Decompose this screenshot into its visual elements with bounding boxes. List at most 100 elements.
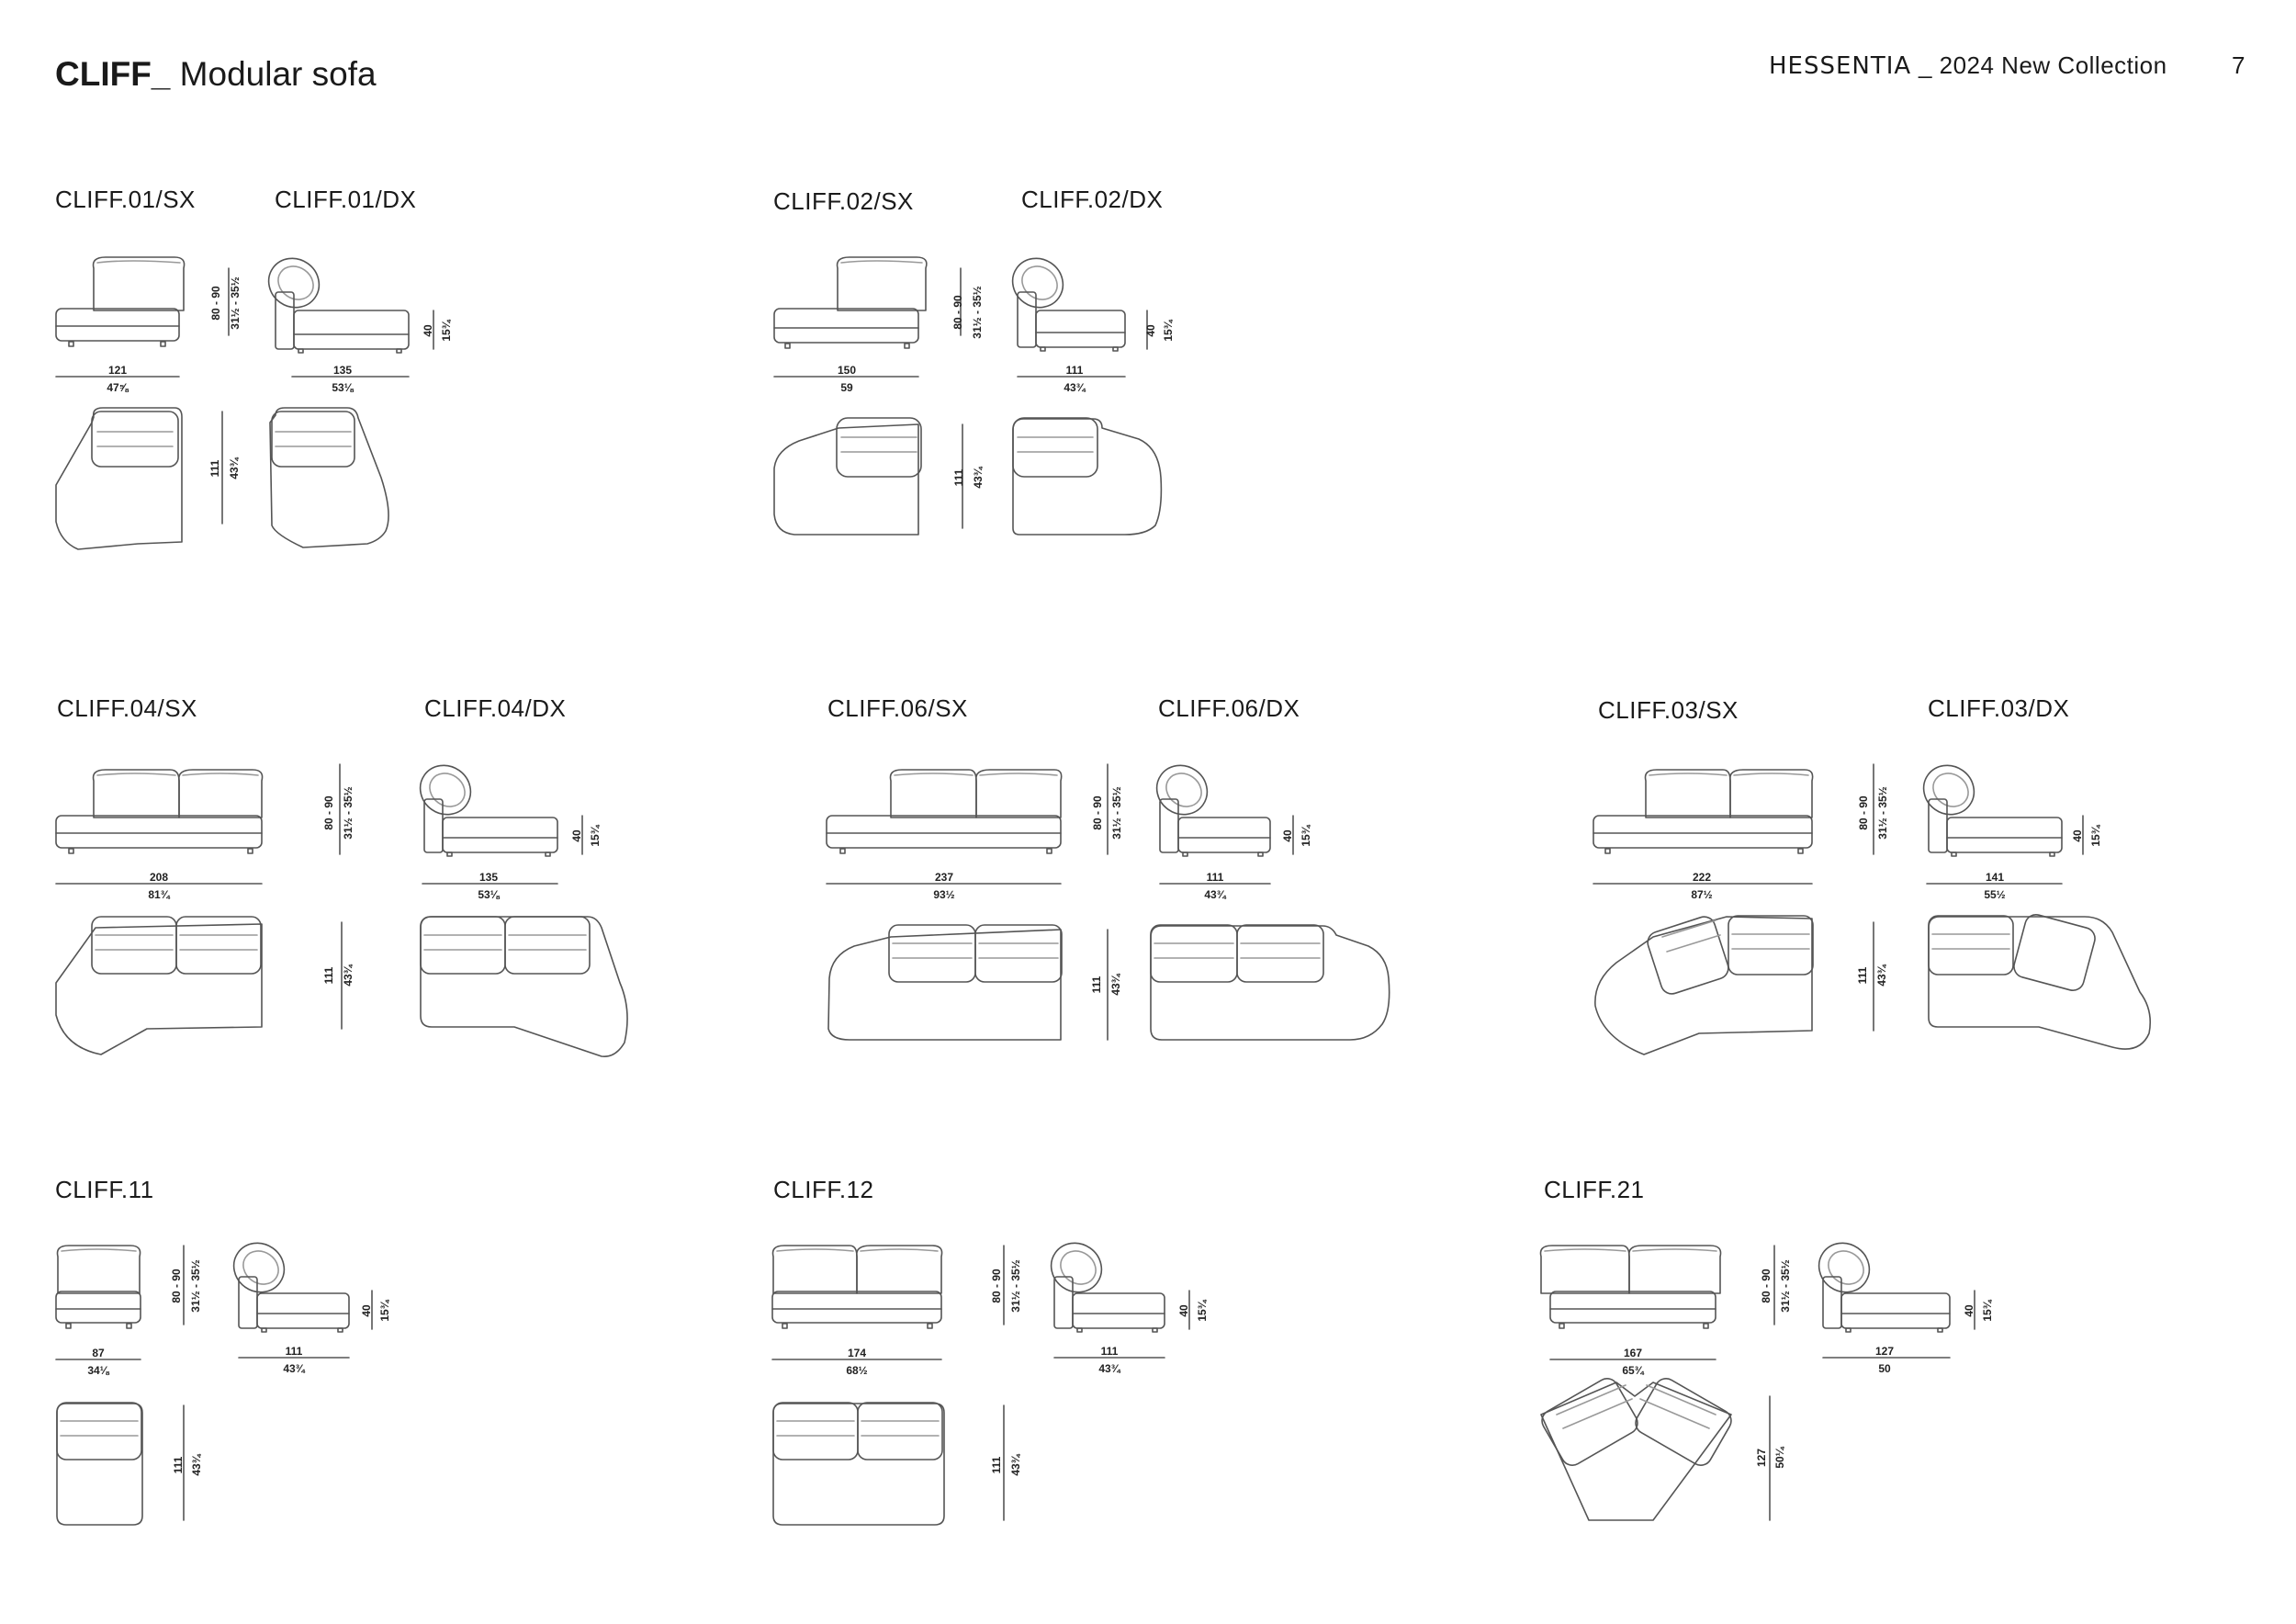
dim-06sx-height: 80 - 90 xyxy=(1091,795,1104,830)
dim-04sx-height: 80 - 90 xyxy=(322,795,335,830)
drawing-02dx-side xyxy=(1011,257,1148,378)
module-label-01sx: CLIFF.01/SX xyxy=(55,186,196,213)
module-label-06dx: CLIFF.06/DX xyxy=(1158,694,1300,722)
collection-label: _ 2024 New Collection xyxy=(1918,51,2167,79)
dim-02sx-height-in: 31½ - 35½ xyxy=(971,286,984,338)
dim-03dx-seat-in: 15¾ xyxy=(2089,824,2102,846)
dim-01sx-depth-in: 43¾ xyxy=(228,457,241,479)
dim-03sx-width: 222 xyxy=(1693,871,1711,884)
drawing-04dx-side xyxy=(419,764,583,885)
drawing-03sx-plan xyxy=(1594,915,1874,1055)
dim-21-side-width: 127 xyxy=(1875,1345,1894,1358)
dim-21-seat: 40 xyxy=(1963,1304,1975,1317)
dim-21-side-width-in: 50 xyxy=(1878,1362,1891,1375)
dim-21-height-in: 31½ - 35½ xyxy=(1779,1259,1792,1312)
drawing-11-front xyxy=(55,1245,185,1360)
brand-header: HESSENTIA _ 2024 New Collection xyxy=(1769,53,2167,78)
module-label-02sx: CLIFF.02/SX xyxy=(773,187,914,215)
dim-06dx-width-in: 43¾ xyxy=(1204,888,1226,901)
dim-12-height-in: 31½ - 35½ xyxy=(1009,1259,1022,1312)
dim-02sx-depth: 111 xyxy=(952,468,965,486)
dim-11-height: 80 - 90 xyxy=(170,1269,183,1303)
dim-21-depth: 127 xyxy=(1755,1449,1768,1467)
dim-21-width: 167 xyxy=(1624,1347,1642,1359)
dim-12-side-width-in: 43¾ xyxy=(1098,1362,1120,1375)
dim-04sx-depth-in: 43¾ xyxy=(342,964,355,986)
dim-11-depth-in: 43¾ xyxy=(190,1453,203,1475)
drawing-03dx-plan xyxy=(1928,913,2152,1050)
dim-11-seat: 40 xyxy=(360,1304,373,1317)
dim-03sx-depth-in: 43¾ xyxy=(1875,964,1888,986)
module-label-02dx: CLIFF.02/DX xyxy=(1021,186,1164,213)
module-label-06sx: CLIFF.06/SX xyxy=(827,694,968,722)
drawing-06sx-front xyxy=(826,763,1109,885)
module-label-01dx: CLIFF.01/DX xyxy=(275,186,417,213)
drawing-04sx-front xyxy=(55,763,341,885)
drawing-21-front xyxy=(1539,1245,1775,1360)
dim-06sx-depth: 111 xyxy=(1090,976,1103,993)
dim-01dx-seat: 40 xyxy=(422,324,434,337)
dim-02sx-width: 150 xyxy=(838,364,856,377)
dim-03dx-width-in: 55½ xyxy=(1984,888,2005,901)
dim-12-width: 174 xyxy=(848,1347,866,1359)
dim-01dx-width-in: 53⅛ xyxy=(332,381,354,394)
dim-03sx-depth: 111 xyxy=(1856,966,1869,984)
drawing-01dx-plan xyxy=(269,407,389,548)
dim-02dx-width-in: 43¾ xyxy=(1064,381,1086,394)
dim-01sx-depth: 111 xyxy=(208,459,221,477)
dim-01sx-height: 80 - 90 xyxy=(209,286,222,321)
title-subtitle: Modular sofa xyxy=(179,55,377,93)
dim-12-seat-in: 15¾ xyxy=(1196,1299,1209,1321)
dim-01sx-width-in: 47⅝ xyxy=(107,381,129,394)
dim-06dx-seat: 40 xyxy=(1281,829,1294,842)
drawing-04sx-plan xyxy=(55,916,343,1055)
drawing-06dx-plan xyxy=(1150,924,1390,1041)
drawing-03sx-front xyxy=(1593,763,1874,885)
dim-12-depth: 111 xyxy=(990,1456,1003,1473)
brand-logo: HESSENTIA xyxy=(1769,52,1912,80)
drawing-21-plan xyxy=(1540,1378,1771,1521)
dim-11-width-in: 34⅛ xyxy=(87,1364,109,1377)
dim-06sx-width: 237 xyxy=(935,871,953,884)
drawing-12-plan xyxy=(772,1402,1005,1526)
dim-03sx-width-in: 87½ xyxy=(1691,888,1712,901)
drawing-12-front xyxy=(771,1245,1005,1360)
dim-12-side-width: 111 xyxy=(1101,1345,1119,1358)
dim-21-seat-in: 15¾ xyxy=(1981,1299,1994,1321)
dim-06dx-seat-in: 15¾ xyxy=(1300,824,1312,846)
dim-04sx-width-in: 81¾ xyxy=(148,888,170,901)
module-label-03dx: CLIFF.03/DX xyxy=(1928,694,2070,722)
module-label-21: CLIFF.21 xyxy=(1544,1176,1645,1203)
drawing-02dx-plan xyxy=(1012,417,1163,536)
dim-12-depth-in: 43¾ xyxy=(1009,1453,1022,1475)
dim-11-height-in: 31½ - 35½ xyxy=(189,1259,202,1312)
dim-02dx-width: 111 xyxy=(1066,364,1084,377)
drawing-06dx-side xyxy=(1155,764,1294,885)
drawing-11-plan xyxy=(56,1402,185,1526)
module-label-03sx: CLIFF.03/SX xyxy=(1598,696,1739,724)
dim-04sx-depth: 111 xyxy=(322,966,335,984)
dim-11-side-width-in: 43¾ xyxy=(283,1362,305,1375)
title-product: CLIFF_ xyxy=(55,55,171,93)
module-label-04dx: CLIFF.04/DX xyxy=(424,694,567,722)
dim-02sx-width-in: 59 xyxy=(840,381,853,394)
dim-04dx-seat: 40 xyxy=(570,829,583,842)
dim-03dx-seat: 40 xyxy=(2071,829,2084,842)
drawing-01sx-front xyxy=(55,256,230,378)
module-label-11: CLIFF.11 xyxy=(55,1176,154,1203)
dim-03dx-width: 141 xyxy=(1986,871,2004,884)
drawing-03dx-side xyxy=(1922,764,2084,885)
drawing-12-side xyxy=(1050,1242,1190,1359)
drawing-01sx-plan xyxy=(55,407,223,550)
module-label-12: CLIFF.12 xyxy=(773,1176,874,1203)
dim-12-seat: 40 xyxy=(1177,1304,1190,1317)
dim-01dx-width: 135 xyxy=(333,364,352,377)
drawing-01dx-side xyxy=(267,257,434,378)
dim-11-side-width: 111 xyxy=(286,1345,303,1358)
dim-03sx-height-in: 31½ - 35½ xyxy=(1876,786,1889,839)
dim-11-width: 87 xyxy=(92,1347,105,1359)
dim-03sx-height: 80 - 90 xyxy=(1857,795,1870,830)
module-label-04sx: CLIFF.04/SX xyxy=(57,694,197,722)
dim-02sx-height: 80 - 90 xyxy=(951,295,964,330)
